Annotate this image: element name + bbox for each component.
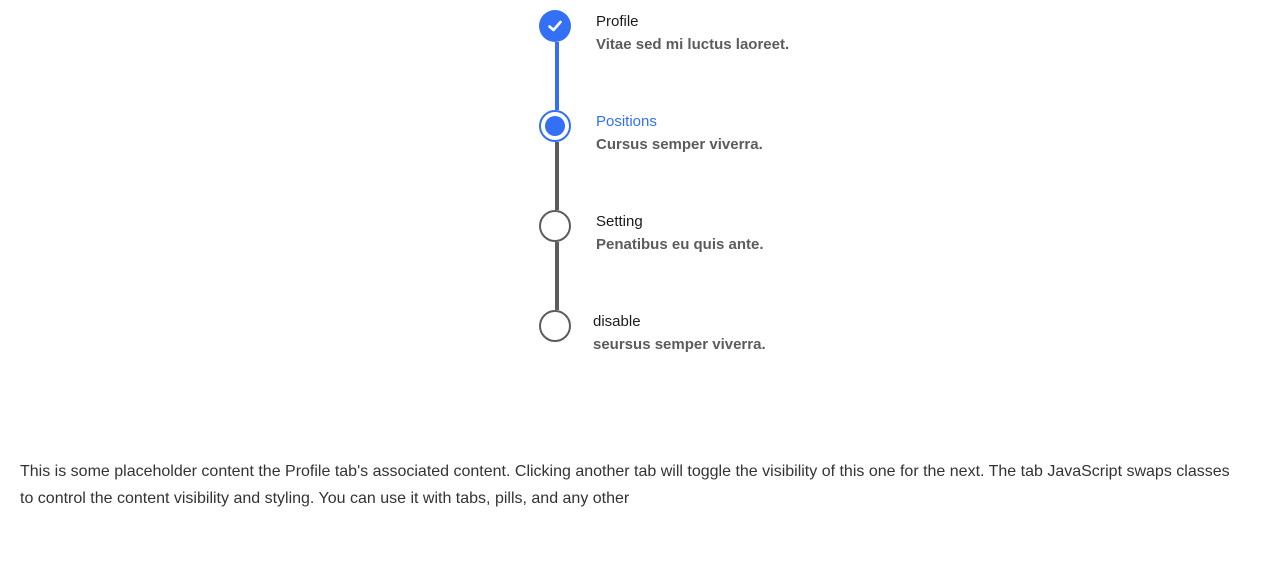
check-icon (548, 20, 562, 32)
step-title: Setting (596, 213, 643, 230)
step-subtitle: Penatibus eu quis ante. (596, 236, 764, 253)
step-subtitle: Vitae sed mi luctus laoreet. (596, 36, 790, 53)
step-positions[interactable]: Positions Cursus semper viverra. (538, 110, 938, 153)
step-connector-complete (555, 42, 559, 110)
step-title: disable (593, 313, 641, 330)
step-title: Profile (596, 13, 639, 30)
step-subtitle: Cursus semper viverra. (596, 136, 763, 153)
step-text: Profile Vitae sed mi luctus laoreet. (596, 12, 789, 55)
step-title: Positions (596, 113, 657, 130)
step-text: Positions Cursus semper viverra. (596, 112, 763, 155)
step-setting[interactable]: Setting Penatibus eu quis ante. (538, 210, 938, 253)
vertical-stepper: Profile Vitae sed mi luctus laoreet. Pos… (538, 9, 938, 359)
step-text: disable seursus semper viverra. (593, 312, 766, 355)
step-indicator-pending (539, 210, 571, 242)
step-subtitle: seursus semper viverra. (593, 336, 766, 353)
step-connector-pending (555, 142, 559, 210)
step-profile[interactable]: Profile Vitae sed mi luctus laoreet. (538, 10, 938, 53)
step-indicator-disabled (539, 310, 571, 342)
step-indicator-complete (539, 10, 571, 42)
step-text: Setting Penatibus eu quis ante. (596, 212, 764, 255)
step-connector-pending (555, 242, 559, 310)
active-dot (545, 116, 565, 136)
step-indicator-active (539, 110, 571, 142)
tab-content-text: This is some placeholder content the Pro… (20, 463, 1230, 507)
step-disable: disable seursus semper viverra. (538, 310, 938, 353)
